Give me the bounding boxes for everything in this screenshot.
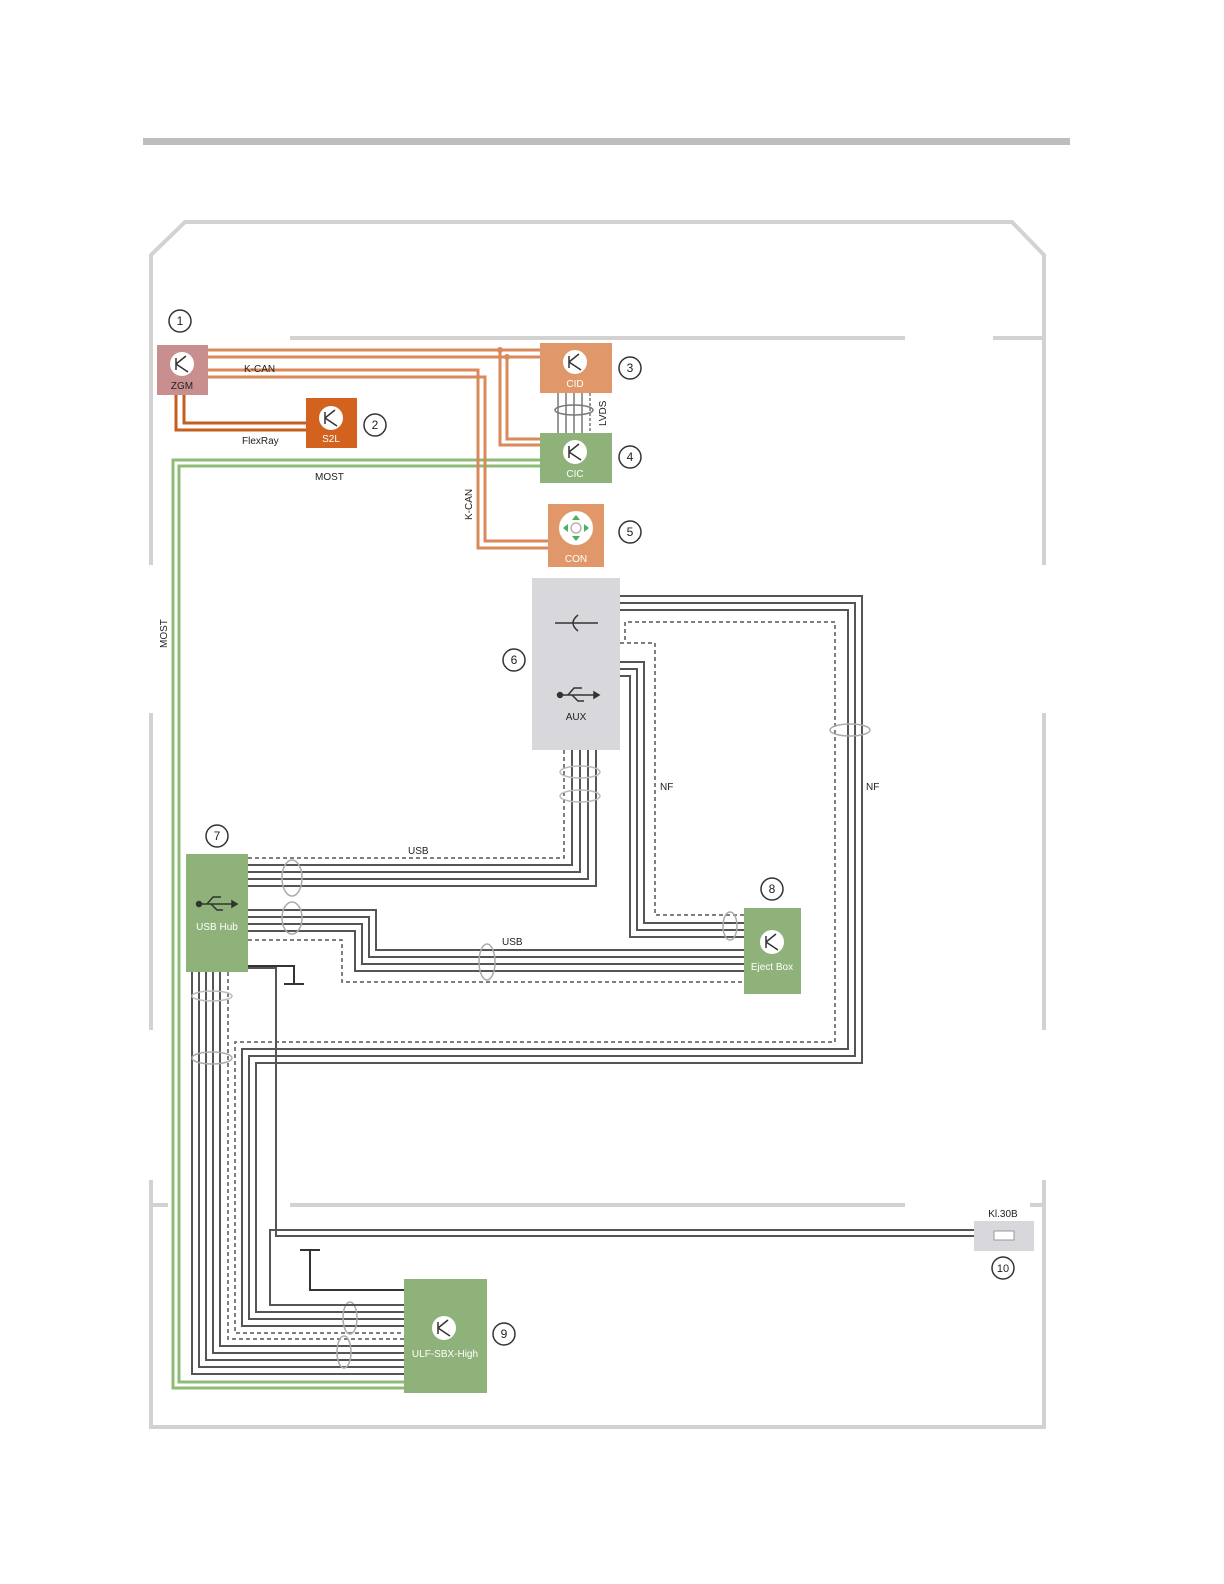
- callout-10-number: 10: [997, 1263, 1009, 1275]
- lvds-link: [555, 393, 593, 433]
- kl30b-fuse[interactable]: Kl.30B: [974, 1209, 1034, 1251]
- cid-label: CID: [566, 379, 583, 390]
- s2l-label: S2L: [322, 434, 340, 445]
- nf-inner-label: NF: [660, 782, 673, 793]
- flexray-label: FlexRay: [242, 436, 279, 447]
- aux-module[interactable]: AUX: [532, 578, 620, 750]
- zgm-module[interactable]: ZGM: [157, 345, 208, 395]
- most-vertical-label: MOST: [159, 619, 170, 648]
- usb-bottom-label: USB: [502, 937, 523, 948]
- lvds-label: LVDS: [598, 400, 609, 426]
- nf-inner-shield: [620, 643, 744, 915]
- eject-box-module[interactable]: Eject Box: [744, 908, 801, 994]
- nf-inner-wires: [620, 662, 744, 937]
- usb-eject-shield: [248, 940, 744, 982]
- con-module[interactable]: CON: [548, 504, 604, 567]
- callout-9-number: 9: [501, 1327, 508, 1341]
- callout-2-number: 2: [372, 418, 379, 432]
- callout-6-number: 6: [511, 653, 518, 667]
- flexray-bus: [176, 395, 306, 430]
- kcan-top-label: K-CAN: [244, 364, 275, 375]
- usb-eject-wires: [248, 910, 744, 971]
- kcan-vertical-label: K-CAN: [464, 489, 475, 520]
- usb-aux-wires: [248, 750, 596, 886]
- ulf-sbx-high-module[interactable]: ULF-SBX-High: [404, 1279, 487, 1393]
- nf-outer-label: NF: [866, 782, 879, 793]
- most-horizontal-label: MOST: [315, 472, 344, 483]
- zgm-label: ZGM: [171, 381, 193, 392]
- cic-label: CIC: [566, 469, 583, 480]
- kcan-bus: [208, 350, 548, 548]
- con-label: CON: [565, 554, 587, 565]
- power-wire: [248, 968, 974, 1305]
- ulf-label: ULF-SBX-High: [412, 1349, 478, 1360]
- callout-1-number: 1: [177, 314, 184, 328]
- callout-3-number: 3: [627, 361, 634, 375]
- usb-hub-label: USB Hub: [196, 922, 238, 933]
- s2l-module[interactable]: S2L: [306, 398, 357, 448]
- callout-7-number: 7: [214, 829, 221, 843]
- cid-module[interactable]: CID: [540, 343, 612, 393]
- callout-8-number: 8: [769, 882, 776, 896]
- ulf-ground: [300, 1250, 404, 1290]
- callout-5-number: 5: [627, 525, 634, 539]
- usb-aux-shield: [248, 750, 564, 858]
- usb-hub-module[interactable]: USB Hub: [186, 854, 248, 972]
- callout-4-number: 4: [627, 450, 634, 464]
- kl30b-label: Kl.30B: [988, 1209, 1018, 1220]
- cic-module[interactable]: CIC: [540, 433, 612, 483]
- hub-ulf-shield: [228, 972, 404, 1339]
- eject-box-label: Eject Box: [751, 962, 793, 973]
- header-rule: [143, 138, 1070, 145]
- hub-ulf-wires: [192, 972, 404, 1374]
- usb-top-label: USB: [408, 846, 429, 857]
- aux-label: AUX: [566, 712, 587, 723]
